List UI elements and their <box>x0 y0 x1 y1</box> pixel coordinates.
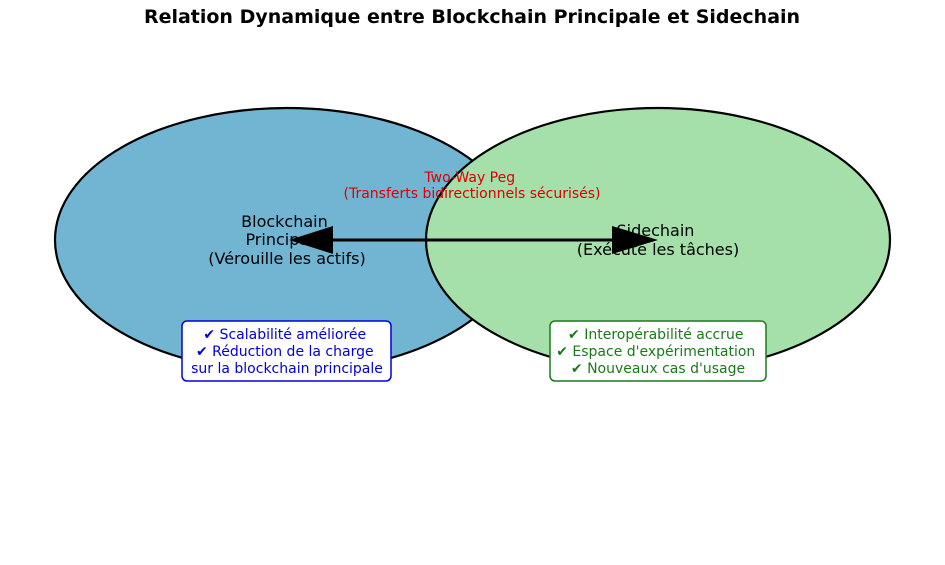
benefit-line: ✔ Interopérabilité accrue <box>568 327 743 343</box>
arrow-head-right <box>612 226 658 254</box>
sidechain-benefits-box: ✔ Interopérabilité accrue ✔ Espace d'exp… <box>549 320 767 382</box>
main-chain-benefits-border <box>181 320 392 382</box>
main-chain-label: Blockchain Principale (Vérouille les act… <box>208 212 365 268</box>
main-chain-label-line: (Vérouille les actifs) <box>208 249 365 268</box>
arrow-head-left <box>289 226 333 254</box>
benefit-line: sur la blockchain principale <box>191 361 383 377</box>
benefit-line: ✔ Nouveaux cas d'usage <box>571 361 745 377</box>
two-way-peg-arrow <box>289 226 658 254</box>
benefit-line: ✔ Scalabilité améliorée <box>203 327 366 343</box>
sidechain-label-line: (Exécute les tâches) <box>577 240 739 259</box>
sidechain-benefits-border <box>549 320 767 382</box>
main-chain-label-line: Blockchain <box>241 212 328 231</box>
two-way-peg-label-line: Two-Way Peg <box>423 170 515 186</box>
benefit-line: ✔ Réduction de la charge <box>196 344 374 360</box>
benefit-line: ✔ Espace d'expérimentation <box>556 344 755 360</box>
main-chain-benefits-box: ✔ Scalabilité améliorée ✔ Réduction de l… <box>181 320 392 382</box>
diagram-title: Relation Dynamique entre Blockchain Prin… <box>144 6 800 28</box>
main-chain-benefits-text: ✔ Scalabilité améliorée ✔ Réduction de l… <box>191 327 383 377</box>
two-way-peg-label-line: (Transferts bidirectionnels sécurisés) <box>343 186 600 202</box>
two-way-peg-label: Two-Way Peg (Transferts bidirectionnels … <box>343 170 600 202</box>
sidechain-benefits-text: ✔ Interopérabilité accrue ✔ Espace d'exp… <box>556 327 760 377</box>
